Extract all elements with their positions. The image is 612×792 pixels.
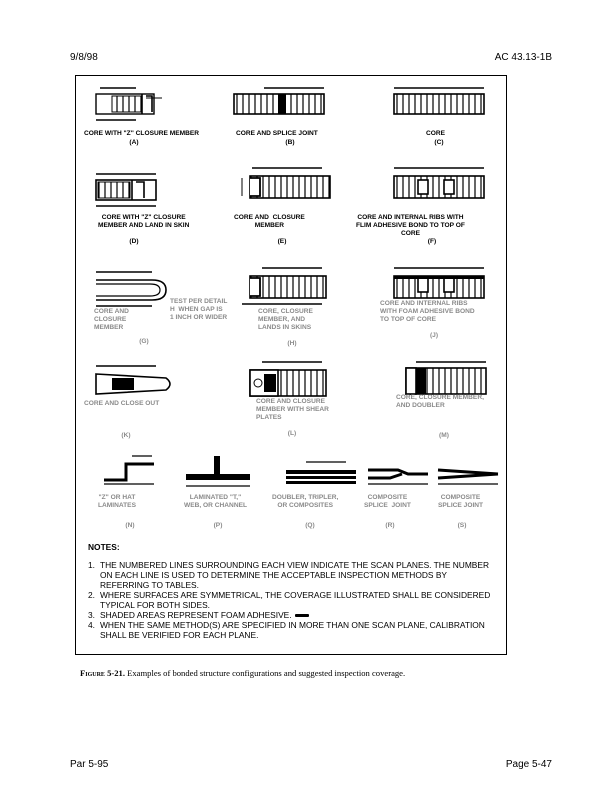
view-b-drawing (233, 87, 325, 115)
view-j-drawing (393, 267, 485, 299)
figure-drawings (95, 87, 499, 487)
view-f-caption: CORE AND INTERNAL RIBS WITH FLIM ADHESIV… (356, 214, 465, 237)
view-d-drawing (95, 173, 157, 207)
view-h-letter: (H) (287, 340, 297, 347)
note-text: WHEN THE SAME METHOD(S) ARE SPECIFIED IN… (100, 620, 485, 640)
view-k-letter: (K) (121, 432, 131, 439)
view-j-letter: (J) (429, 332, 439, 339)
view-g-test-note: TEST PER DETAIL H WHEN GAP IS 1 INCH OR … (170, 298, 228, 321)
view-a-letter: (A) (129, 139, 139, 146)
view-e-caption: CORE AND CLOSURE MEMBER (234, 214, 305, 229)
header-date: 9/8/98 (70, 52, 98, 63)
view-p-caption: LAMINATED "T," WEB, OR CHANNEL (184, 494, 248, 509)
view-n-drawing (104, 455, 154, 485)
header-document-id: AC 43.13-1B (494, 52, 552, 63)
view-f-letter: (F) (427, 238, 437, 245)
note-number: 2. (88, 590, 95, 600)
note-text: WHERE SURFACES ARE SYMMETRICAL, THE COVE… (100, 590, 491, 610)
view-f-drawing (393, 167, 485, 199)
note-text: SHADED AREAS REPRESENT FOAM ADHESIVE. (100, 610, 498, 620)
view-c-caption: CORE (426, 130, 446, 137)
note-text: THE NUMBERED LINES SURROUNDING EACH VIEW… (100, 560, 490, 590)
figure-caption-text: Examples of bonded structure configurati… (124, 668, 406, 678)
view-b-letter: (B) (285, 139, 295, 146)
note-text-content: SHADED AREAS REPRESENT FOAM ADHESIVE. (100, 610, 292, 620)
view-s-letter: (S) (457, 522, 467, 529)
view-g-drawing (96, 271, 167, 307)
view-q-caption: DOUBLER, TRIPLER, OR COMPOSITES (272, 494, 339, 509)
view-k-caption: CORE AND CLOSE OUT (84, 400, 160, 407)
view-j-caption: CORE AND INTERNAL RIBS WITH FOAM ADHESIV… (380, 300, 475, 323)
view-m-letter: (M) (439, 432, 449, 439)
view-b-caption: CORE AND SPLICE JOINT (236, 130, 318, 137)
notes-title: NOTES: (88, 542, 120, 552)
view-a-drawing (95, 87, 162, 121)
view-a-caption: CORE WITH "Z" CLOSURE MEMBER (84, 130, 200, 137)
view-n-caption: "Z" OR HAT LAMINATES (98, 494, 136, 509)
figure-caption-label: Figure 5-21. (80, 668, 125, 678)
view-d-letter: (D) (129, 238, 139, 245)
view-s-drawing (437, 468, 499, 485)
footer-page-number: Page 5-47 (505, 759, 552, 770)
view-h-caption: CORE, CLOSURE MEMBER, AND LANDS IN SKINS (258, 308, 313, 331)
note-item: 2. WHERE SURFACES ARE SYMMETRICAL, THE C… (88, 590, 498, 610)
view-p-letter: (P) (213, 522, 223, 529)
view-m-caption: CORE, CLOSURE MEMBER, AND DOUBLER (396, 394, 484, 409)
view-c-drawing (393, 87, 485, 115)
view-g-caption: CORE AND CLOSURE MEMBER (94, 308, 129, 331)
view-l-caption: CORE AND CLOSURE MEMBER WITH SHEAR PLATE… (256, 398, 329, 421)
footer-paragraph: Par 5-95 (70, 759, 109, 770)
view-g-letter: (G) (139, 338, 149, 345)
view-p-drawing (186, 456, 250, 487)
view-l-letter: (L) (287, 430, 297, 437)
view-q-letter: (Q) (305, 522, 315, 529)
view-r-caption: COMPOSITE SPLICE JOINT (364, 494, 411, 509)
view-r-drawing (368, 468, 428, 485)
view-c-letter: (C) (434, 139, 444, 146)
note-item: 4. WHEN THE SAME METHOD(S) ARE SPECIFIED… (88, 620, 498, 640)
foam-adhesive-swatch-icon (294, 614, 309, 618)
figure-frame: CORE WITH "Z" CLOSURE MEMBER (A) CORE AN… (75, 75, 507, 655)
view-e-letter: (E) (277, 238, 287, 245)
note-number: 3. (88, 610, 95, 620)
view-d-caption: CORE WITH "Z" CLOSURE MEMBER AND LAND IN… (98, 214, 190, 229)
view-n-letter: (N) (125, 522, 135, 529)
view-m-drawing (405, 361, 487, 395)
note-number: 4. (88, 620, 95, 630)
figure-caption: Figure 5-21. Examples of bonded structur… (80, 668, 540, 678)
view-q-drawing (286, 461, 356, 484)
note-item: 1. THE NUMBERED LINES SURROUNDING EACH V… (88, 560, 498, 590)
view-s-caption: COMPOSITE SPLICE JOINT (438, 494, 484, 509)
view-h-drawing (242, 267, 327, 305)
view-e-drawing (241, 167, 331, 199)
note-number: 1. (88, 560, 95, 570)
view-r-letter: (R) (385, 522, 395, 529)
notes-block: NOTES: 1. THE NUMBERED LINES SURROUNDING… (88, 542, 498, 640)
note-item: 3. SHADED AREAS REPRESENT FOAM ADHESIVE. (88, 610, 498, 620)
view-l-drawing (249, 361, 327, 397)
view-k-drawing (95, 365, 171, 395)
